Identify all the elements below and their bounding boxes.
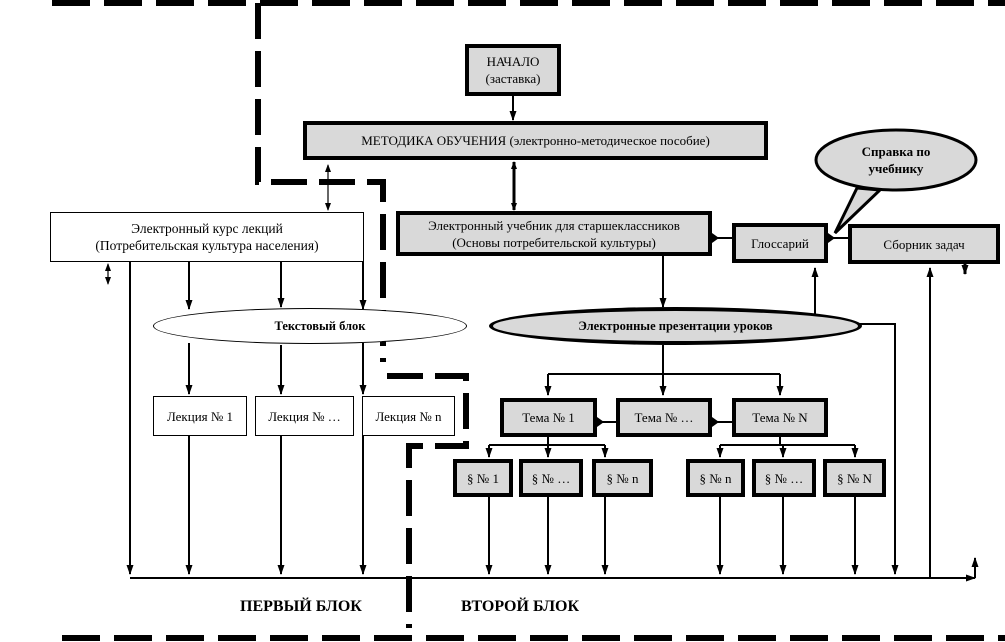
paragraph-node-3: § № n	[592, 459, 653, 497]
paragraph-node-4: § № n	[686, 459, 745, 497]
help-line1: Справка по	[861, 144, 931, 159]
lecture-label-3: Лекция № n	[375, 408, 442, 424]
topic-node-1: Тема № 1	[500, 398, 597, 437]
paragraph-label-2: § № …	[531, 470, 571, 486]
help-bubble-shape	[814, 128, 978, 235]
lecture-label-1: Лекция № 1	[166, 408, 234, 424]
paragraph-node-6: § № N	[823, 459, 886, 497]
topic-label-2: Тема № …	[634, 410, 694, 425]
lecture-course-line1: Электронный курс лекций	[131, 221, 283, 236]
methodology-node: МЕТОДИКА ОБУЧЕНИЯ (электронно-методическ…	[303, 121, 768, 160]
help-line2: учебнику	[868, 161, 924, 176]
lecture-node-1: Лекция № 1	[153, 396, 247, 436]
start-title: НАЧАЛО	[486, 54, 540, 69]
paragraph-label-5: § № …	[764, 470, 804, 486]
paragraph-label-3: § № n	[606, 470, 639, 486]
help-bubble: Справка по учебнику	[826, 142, 966, 178]
lecture-node-2: Лекция № …	[255, 396, 354, 436]
lecture-label-2: Лекция № …	[268, 408, 341, 424]
paragraph-label-6: § № N	[837, 470, 872, 486]
paragraph-node-2: § № …	[519, 459, 583, 497]
textbook-line1: Электронный учебник для старшеклассников	[428, 217, 680, 233]
paragraph-label-4: § № n	[699, 470, 732, 486]
lecture-node-3: Лекция № n	[362, 396, 455, 436]
textbook-line2: (Основы потребительской культуры)	[452, 234, 656, 250]
presentations-node: Электронные презентации уроков	[489, 307, 862, 345]
topic-label-3: Тема № N	[752, 410, 808, 425]
topic-label-1: Тема № 1	[522, 410, 575, 425]
first-block-label: ПЕРВЫЙ БЛОК	[240, 598, 362, 615]
glossary-label: Глоссарий	[751, 235, 809, 251]
problems-label: Сборник задач	[883, 236, 965, 252]
start-subtitle: (заставка)	[485, 71, 541, 86]
paragraph-node-1: § № 1	[453, 459, 513, 497]
dashed-frame	[52, 0, 1005, 641]
paragraph-node-5: § № …	[752, 459, 816, 497]
presentations-label: Электронные презентации уроков	[578, 319, 773, 333]
problems-node: Сборник задач	[848, 224, 1000, 264]
start-node: НАЧАЛО (заставка)	[465, 44, 561, 96]
methodology-label: МЕТОДИКА ОБУЧЕНИЯ (электронно-методическ…	[361, 133, 710, 148]
lecture-course-line2: (Потребительская культура населения)	[95, 238, 319, 253]
lecture-course-node: Электронный курс лекций (Потребительская…	[50, 212, 364, 262]
paragraph-label-1: § № 1	[467, 470, 499, 486]
topic-node-2: Тема № …	[616, 398, 712, 437]
topic-node-3: Тема № N	[732, 398, 828, 437]
textbook-node: Электронный учебник для старшеклассников…	[396, 211, 712, 256]
text-block-label: Текстовый блок	[274, 319, 366, 333]
text-block-node: Текстовый блок	[153, 308, 467, 344]
second-block-label: ВТОРОЙ БЛОК	[461, 598, 580, 615]
glossary-node: Глоссарий	[732, 223, 828, 263]
